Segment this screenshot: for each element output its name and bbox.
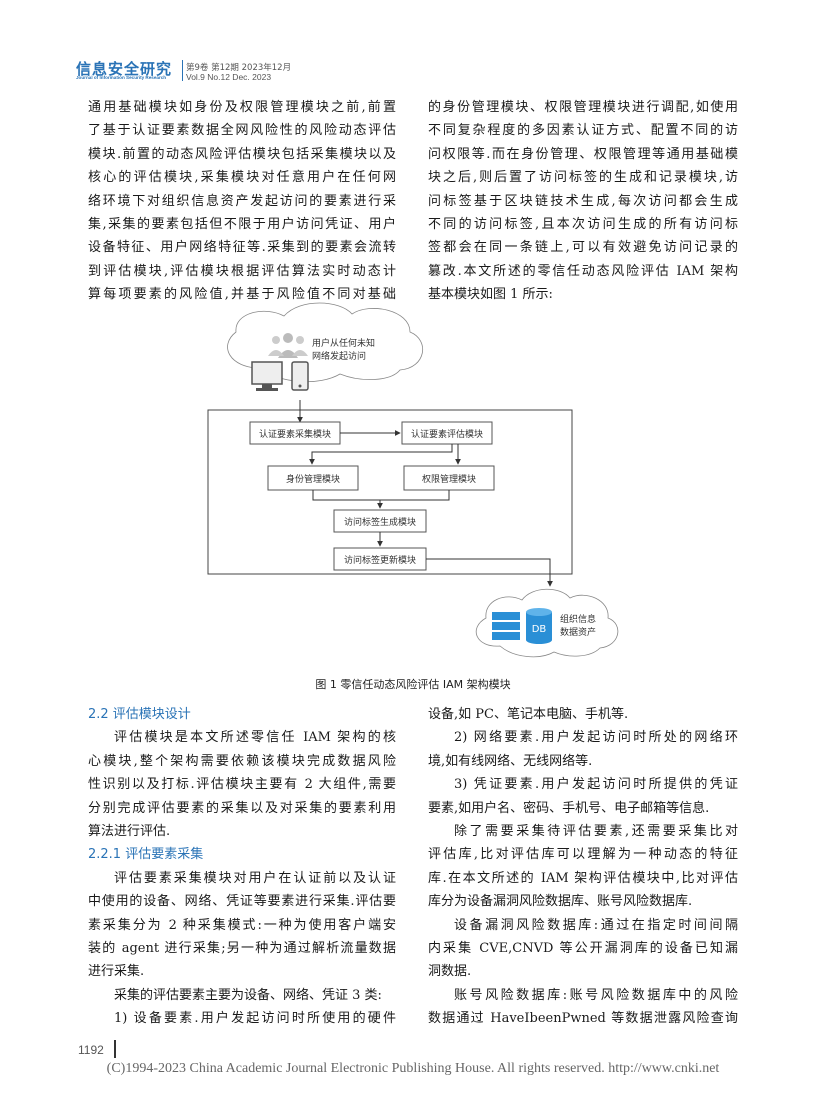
page-number-bar bbox=[114, 1040, 116, 1058]
text-line: 采集的评估要素主要为设备、网络、凭证 3 类: bbox=[114, 987, 382, 1003]
text-line: 不同的访问标签,且本次访问生成的所有访问标 bbox=[428, 217, 738, 233]
text-line: 到评估模块,评估模块根据评估算法实时动态计 bbox=[88, 263, 396, 279]
copyright-notice: (C)1994-2023 China Academic Journal Elec… bbox=[106, 1061, 720, 1076]
box-evaluate: 认证要素评估模块 bbox=[401, 421, 493, 445]
text-line: 评估模块是本文所述零信任 IAM 架构的核 bbox=[114, 730, 396, 746]
arrow-identity-tag bbox=[312, 490, 383, 509]
text-line: 签都会在同一条链上,可以有效避免访问记录的 bbox=[428, 240, 738, 256]
text-line: 库.在本文所述的 IAM 架构评估模块中,比对评估 bbox=[428, 870, 738, 886]
server-icon bbox=[492, 612, 520, 640]
page-number: 1192 bbox=[78, 1043, 104, 1057]
text-line: 模块.前置的动态风险评估模块包括采集模块以及 bbox=[88, 146, 396, 162]
journal-title: 信息安全研究 bbox=[76, 60, 173, 78]
text-line: 设备漏洞风险数据库:通过在指定时间间隔 bbox=[454, 917, 738, 933]
text-line: 问权限等.而在身份管理、权限管理等通用基础模 bbox=[428, 146, 738, 162]
text-line: 了基于认证要素数据全网风险性的风险动态评估 bbox=[88, 123, 396, 139]
box-evaluate-label: 认证要素评估模块 bbox=[411, 428, 483, 440]
box-collect: 认证要素采集模块 bbox=[249, 421, 341, 445]
arrow-to-identity bbox=[309, 444, 453, 465]
asset-text-2: 数据资产 bbox=[560, 626, 596, 638]
box-permission: 权限管理模块 bbox=[403, 465, 495, 491]
text-line: 的身份管理模块、权限管理模块进行调配,如使用 bbox=[428, 100, 738, 115]
text-line: 基本模块如图 1 所示: bbox=[428, 287, 553, 303]
journal-subtitle: Journal of Information Security Research bbox=[76, 75, 167, 80]
text-line: 库分为设备漏洞风险数据库、账号风险数据库. bbox=[428, 894, 693, 910]
arrow-permission-tag bbox=[380, 490, 450, 501]
text-line: 境,如有线网络、无线网络等. bbox=[428, 753, 593, 769]
right-column-bottom: 设备,如 PC、笔记本电脑、手机等. 2) 网络要素.用户发起访问时所处的网络环… bbox=[428, 703, 738, 1031]
text-line: 分别完成评估要素的采集以及对采集的要素利用 bbox=[88, 800, 396, 816]
text-line: 不同复杂程度的多因素认证方式、配置不同的访 bbox=[428, 123, 738, 139]
text-line: 性识别以及打标.评估模块主要有 2 大组件,需要 bbox=[88, 777, 396, 793]
asset-text-1: 组织信息 bbox=[560, 613, 596, 625]
volume-info-cn: 第9卷 第12期 2023年12月 bbox=[186, 63, 292, 73]
text-line: 集,采集的要素包括但不限于用户访问凭证、用户 bbox=[88, 217, 396, 233]
box-permission-label: 权限管理模块 bbox=[422, 473, 476, 485]
right-column-top: 的身份管理模块、权限管理模块进行调配,如使用 不同复杂程度的多因素认证方式、配置… bbox=[428, 96, 738, 307]
left-column-top: 通用基础模块如身份及权限管理模块之前,前置 了基于认证要素数据全网风险性的风险动… bbox=[88, 96, 396, 307]
text-line: 装的 agent 进行采集;另一种为通过解析流量数据 bbox=[88, 941, 396, 957]
database-icon: DB bbox=[526, 608, 552, 644]
text-line: 数据通过 HaveIbeenPwned 等数据泄露风险查询 bbox=[428, 1011, 738, 1027]
text-line: 设备,如 PC、笔记本电脑、手机等. bbox=[428, 707, 629, 722]
text-line: 算法进行评估. bbox=[88, 824, 171, 840]
left-column-bottom: 2.2 评估模块设计 评估模块是本文所述零信任 IAM 架构的核 心模块,整个架… bbox=[88, 703, 396, 1031]
system-frame bbox=[207, 409, 573, 575]
text-line: 3) 凭证要素.用户发起访问时所提供的凭证 bbox=[454, 777, 738, 793]
box-identity: 身份管理模块 bbox=[267, 465, 359, 491]
phone-icon bbox=[291, 361, 309, 391]
figure-caption: 图 1 零信任动态风险评估 IAM 架构模块 bbox=[315, 678, 511, 691]
header-divider bbox=[182, 60, 183, 81]
text-line: 内采集 CVE,CNVD 等公开漏洞库的设备已知漏 bbox=[428, 941, 738, 957]
text-line: 块之后,则后置了访问标签的生成和记录模块,访 bbox=[428, 170, 738, 186]
text-line: 素采集分为 2 种采集模式:一种为使用客户端安 bbox=[88, 917, 396, 933]
text-line: 洞数据. bbox=[428, 964, 472, 980]
users-icon bbox=[268, 333, 308, 358]
text-line: 要素,如用户名、密码、手机号、电子邮箱等信息. bbox=[428, 800, 710, 816]
text-line: 2) 网络要素.用户发起访问时所处的网络环 bbox=[454, 730, 738, 746]
box-identity-label: 身份管理模块 bbox=[286, 473, 340, 485]
text-line: 问标签基于区块链技术生成,每次访问都会生成 bbox=[428, 193, 738, 209]
box-tag-update-label: 访问标签更新模块 bbox=[344, 554, 416, 566]
text-line: 进行采集. bbox=[88, 964, 145, 980]
text-line: 心模块,整个架构需要依赖该模块完成数据风险 bbox=[88, 753, 396, 769]
section-heading-2-2: 2.2 评估模块设计 bbox=[88, 707, 191, 722]
arrow-to-assets bbox=[426, 558, 553, 587]
text-line: 评估要素采集模块对用户在认证前以及认证 bbox=[114, 870, 396, 886]
text-line: 设备特征、用户网络特征等.采集到的要素会流转 bbox=[88, 240, 396, 256]
text-line: 通用基础模块如身份及权限管理模块之前,前置 bbox=[88, 100, 396, 115]
box-collect-label: 认证要素采集模块 bbox=[259, 428, 331, 440]
computer-icon bbox=[251, 361, 283, 391]
box-tag-gen-label: 访问标签生成模块 bbox=[344, 516, 416, 528]
text-line: 除了需要采集待评估要素,还需要采集比对 bbox=[454, 824, 738, 840]
box-tag-update: 访问标签更新模块 bbox=[333, 547, 427, 571]
text-line: 1) 设备要素.用户发起访问时所使用的硬件 bbox=[114, 1011, 396, 1027]
db-label: DB bbox=[532, 624, 547, 635]
user-text-2: 网络发起访问 bbox=[312, 350, 366, 362]
text-line: 算每项要素的风险值,并基于风险值不同对基础 bbox=[88, 287, 396, 303]
architecture-diagram: 用户从任何未知 网络发起访问 认证要素采集模块 认证要素评估模块 身份管理模块 … bbox=[207, 302, 619, 658]
text-line: 账号风险数据库:账号风险数据库中的风险 bbox=[454, 987, 738, 1003]
box-tag-gen: 访问标签生成模块 bbox=[333, 509, 427, 533]
section-heading-2-2-1: 2.2.1 评估要素采集 bbox=[88, 847, 204, 863]
text-line: 篡改.本文所述的零信任动态风险评估 IAM 架构 bbox=[428, 263, 738, 279]
text-line: 中使用的设备、网络、凭证等要素进行采集.评估要 bbox=[88, 894, 396, 910]
text-line: 评估库,比对评估库可以理解为一种动态的特征 bbox=[428, 847, 738, 863]
text-line: 络环境下对组织信息资产发起访问的要素进行采 bbox=[88, 193, 396, 209]
volume-info-en: Vol.9 No.12 Dec. 2023 bbox=[186, 72, 272, 82]
text-line: 核心的评估模块,采集模块对任意用户在任何网 bbox=[88, 170, 396, 186]
user-text-1: 用户从任何未知 bbox=[312, 337, 375, 349]
